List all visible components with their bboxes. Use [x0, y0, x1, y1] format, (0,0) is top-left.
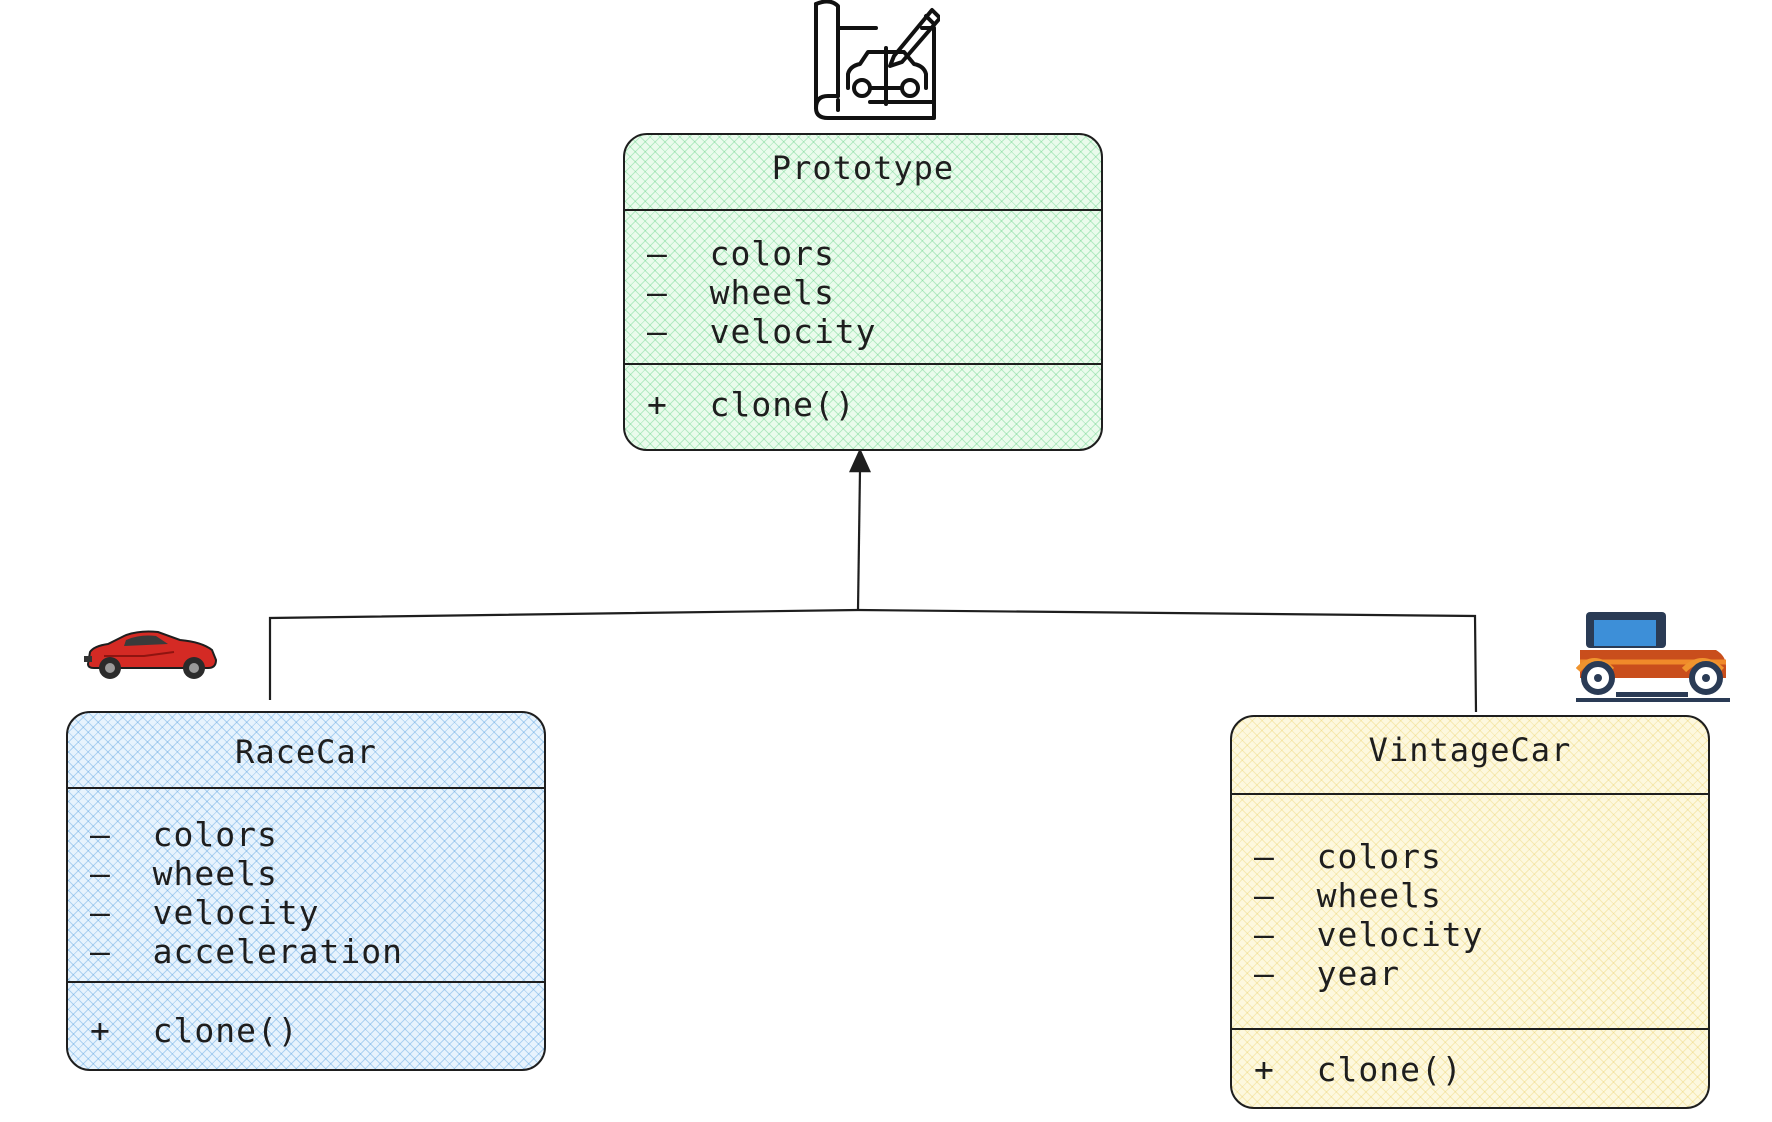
attribute: – velocity: [90, 893, 320, 932]
class-name-prototype: Prototype: [771, 149, 955, 187]
blueprint-car-icon: [814, 0, 940, 120]
divider: [1232, 793, 1708, 795]
attributes-racecar: – colors – wheels – velocity – accelerat…: [68, 815, 544, 971]
vintage-car-icon: [1576, 612, 1730, 702]
attributes-vintagecar: – colors – wheels – velocity – year: [1232, 837, 1708, 993]
attribute: – velocity: [647, 312, 877, 351]
class-name-vintagecar: VintageCar: [1368, 731, 1572, 769]
class-box-vintagecar: VintageCar – colors – wheels – velocity …: [1230, 715, 1710, 1109]
method: + clone(): [1254, 1050, 1463, 1089]
method: + clone(): [90, 1011, 299, 1050]
attribute: – colors: [90, 815, 278, 854]
methods-vintagecar: + clone(): [1232, 1050, 1708, 1089]
attributes-prototype: – colors – wheels – velocity: [625, 234, 1101, 351]
inheritance-arrow-shaft: [849, 448, 871, 611]
class-box-prototype: Prototype – colors – wheels – velocity +…: [623, 133, 1103, 451]
divider: [1232, 1028, 1708, 1030]
attribute: – colors: [1254, 837, 1442, 876]
class-name-racecar: RaceCar: [235, 733, 377, 771]
attribute: – velocity: [1254, 915, 1484, 954]
connector-vintagecar: [857, 608, 1478, 713]
red-sports-car-icon: [84, 630, 218, 679]
attribute: – wheels: [90, 854, 278, 893]
class-box-racecar: RaceCar – colors – wheels – velocity – a…: [66, 711, 546, 1071]
attribute: – wheels: [1254, 876, 1442, 915]
attribute: – colors: [647, 234, 835, 273]
divider: [625, 209, 1101, 211]
divider: [625, 363, 1101, 365]
divider: [68, 787, 544, 789]
divider: [68, 981, 544, 983]
attribute: – year: [1254, 954, 1401, 993]
methods-prototype: + clone(): [625, 385, 1101, 424]
method: + clone(): [647, 385, 856, 424]
attribute: – acceleration: [90, 932, 404, 971]
attribute: – wheels: [647, 273, 835, 312]
methods-racecar: + clone(): [68, 1011, 544, 1050]
connector-racecar: [268, 608, 859, 700]
